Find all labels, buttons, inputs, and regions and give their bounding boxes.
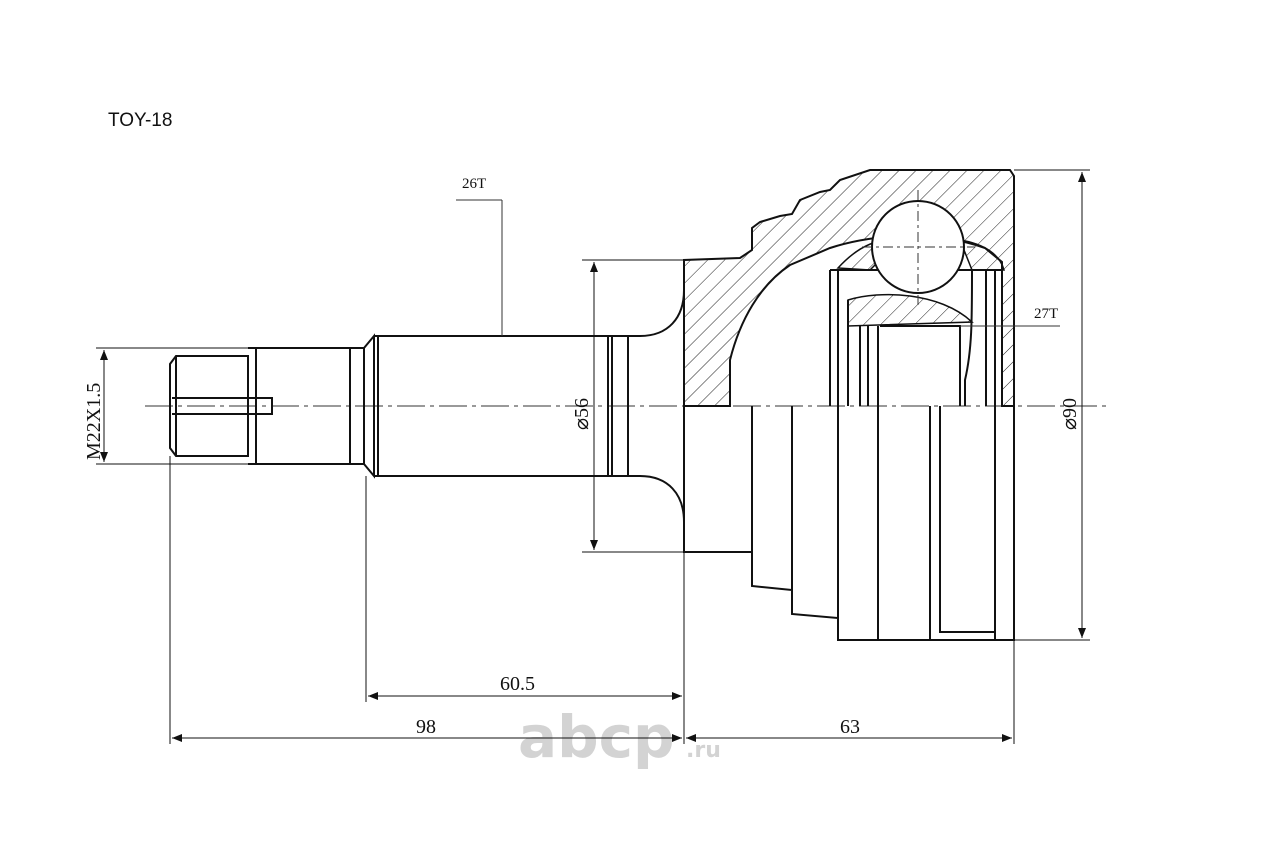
thread-dimension-label: M22X1.5 (83, 383, 105, 460)
watermark-tld: .ru (686, 738, 721, 763)
outer-race-profile (683, 406, 1015, 641)
body-diameter-label: ⌀90 (1059, 398, 1081, 430)
spline-26t-leader (456, 199, 503, 336)
length-98-label: 98 (416, 716, 436, 738)
stub-shaft (248, 289, 685, 523)
watermark: abcp .ru (518, 703, 721, 771)
thread-dimension (96, 347, 248, 465)
seal-diameter-dimension (582, 259, 690, 553)
seal-diameter-label: ⌀56 (571, 398, 593, 430)
watermark-brand: abcp (518, 703, 675, 771)
spline-27t-label: 27T (1034, 306, 1058, 322)
spline-26t-label: 26T (462, 176, 486, 192)
body-diameter-dimension (1014, 169, 1090, 641)
length-60-5-label: 60.5 (500, 673, 535, 695)
inner-race-section (847, 293, 974, 327)
length-63-label: 63 (840, 716, 860, 738)
part-code-label: TOY-18 (108, 110, 173, 131)
length-dimensions (169, 456, 1015, 744)
threaded-tip (169, 355, 273, 457)
